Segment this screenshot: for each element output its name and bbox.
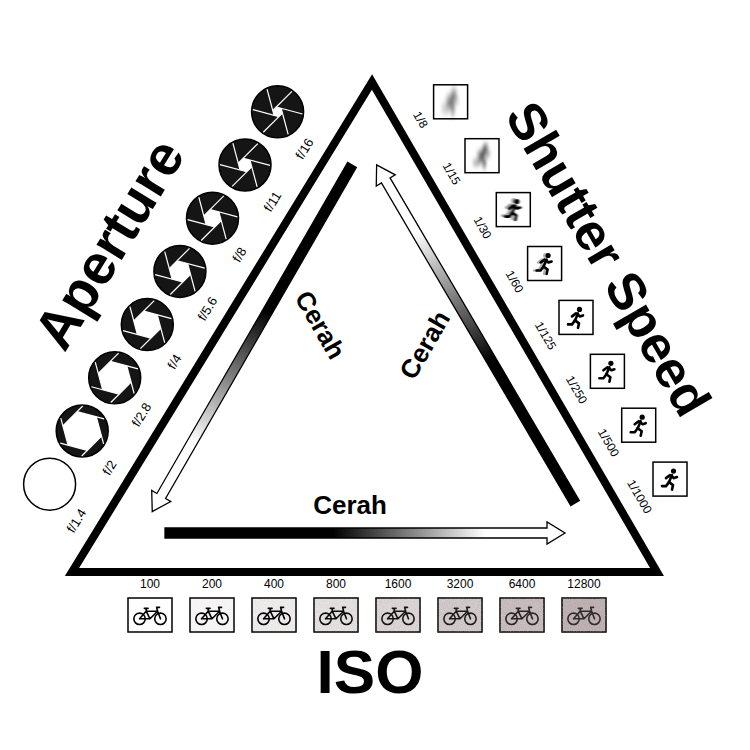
- aperture-blade: [243, 158, 270, 165]
- iso-value: 200: [202, 578, 222, 591]
- brightness-arrow: [143, 160, 362, 518]
- iso-icon: [438, 598, 482, 632]
- shutter-icon: [434, 85, 468, 119]
- aperture-blade: [110, 361, 138, 368]
- iso-value: 100: [140, 578, 160, 591]
- aperture-body: [187, 192, 239, 244]
- aperture-icon: [187, 192, 239, 244]
- aperture-open: [24, 458, 76, 510]
- aperture-icon: [154, 245, 206, 297]
- aperture-body: [154, 245, 206, 297]
- aperture-body: [219, 139, 271, 191]
- aperture-blade: [177, 261, 205, 268]
- aperture-blade: [96, 417, 103, 444]
- iso-value: 3200: [447, 578, 474, 591]
- iso-icons: [128, 598, 606, 632]
- aperture-blade: [169, 248, 189, 268]
- shutter-label: 1/30: [471, 214, 494, 241]
- aperture-blade: [127, 366, 134, 394]
- iso-icon: [190, 598, 234, 632]
- shutter-label: 1/60: [502, 268, 525, 295]
- iso-value: 6400: [509, 578, 536, 591]
- shutter-label: 1/250: [563, 373, 590, 406]
- shutter-icon: [496, 193, 530, 227]
- iso-icon: [500, 598, 544, 632]
- shutter-label: 1/500: [594, 427, 621, 460]
- aperture-blade: [77, 412, 104, 419]
- aperture-icon: [121, 299, 173, 351]
- aperture-blade: [188, 220, 215, 227]
- f-stop-label: f/4: [165, 352, 185, 372]
- aperture-blade: [232, 167, 252, 187]
- shutter-label: 1/1000: [624, 478, 654, 516]
- aperture-blade: [82, 436, 102, 456]
- iso-value: 400: [264, 578, 284, 591]
- aperture-blade: [233, 143, 240, 170]
- aperture-blade: [63, 406, 83, 426]
- aperture-icon: [219, 139, 271, 191]
- shutter-label: 1/8: [410, 109, 430, 130]
- iso-value: 1600: [385, 578, 412, 591]
- aperture-body: [89, 352, 141, 404]
- shutter-icon: [590, 354, 624, 388]
- aperture-icon: [252, 86, 304, 138]
- aperture-blade: [95, 362, 102, 390]
- arrow-label: Cerah: [394, 306, 456, 384]
- f-stop-label: f/11: [261, 190, 284, 215]
- aperture-blade: [238, 144, 258, 164]
- aperture-blade: [273, 91, 292, 110]
- arrow-label: Cerah: [289, 286, 351, 364]
- shutter-icon: [465, 139, 499, 173]
- f-stop-label: f/2: [100, 458, 120, 478]
- f-stop-label: f/1.4: [64, 507, 89, 536]
- f-stop-label: f/16: [293, 136, 317, 162]
- aperture-blade: [157, 315, 164, 343]
- axis-title: ISO: [317, 638, 424, 706]
- aperture-blade: [170, 274, 190, 294]
- shutter-icon: [653, 462, 687, 496]
- aperture-blade: [263, 113, 282, 132]
- brightness-arrow: [165, 522, 565, 544]
- f-stop-label: f/2.8: [130, 400, 155, 429]
- aperture-blade: [188, 264, 195, 292]
- aperture-blade: [155, 275, 183, 282]
- aperture-blade: [220, 165, 247, 172]
- iso-icon: [376, 598, 420, 632]
- iso-value: 800: [326, 578, 346, 591]
- shutter-label: 1/15: [439, 160, 462, 187]
- iso-icon: [128, 598, 172, 632]
- shutter-label: 1/125: [532, 319, 559, 352]
- f-stop-label: f/8: [230, 245, 250, 265]
- aperture-blade: [250, 160, 257, 187]
- aperture-blade: [267, 89, 274, 115]
- iso-icon: [562, 598, 606, 632]
- shutter-icon: [528, 247, 562, 281]
- shutter-icon: [559, 300, 593, 334]
- aperture-body: [56, 405, 108, 457]
- iso-icon: [252, 598, 296, 632]
- aperture-body: [121, 299, 173, 351]
- aperture-blade: [253, 110, 279, 117]
- aperture-blade: [91, 387, 119, 394]
- aperture-blade: [276, 107, 302, 114]
- iso-icon: [314, 598, 358, 632]
- aperture-blade: [60, 443, 87, 450]
- aperture-opening: [98, 361, 131, 394]
- f-stop-label: f/5.6: [195, 294, 220, 323]
- aperture-blade: [199, 197, 206, 224]
- aperture-body: [252, 86, 304, 138]
- aperture-icon: [24, 458, 76, 510]
- aperture-icon: [89, 352, 141, 404]
- aperture-blade: [210, 210, 237, 217]
- aperture-opening: [63, 412, 102, 451]
- aperture-blade: [165, 252, 172, 280]
- aperture-icon: [56, 405, 108, 457]
- iso-value: 12800: [567, 578, 600, 591]
- shutter-icon: [622, 408, 656, 442]
- arrow-label: Cerah: [313, 491, 387, 520]
- aperture-blade: [219, 212, 226, 239]
- aperture-blade: [281, 108, 288, 134]
